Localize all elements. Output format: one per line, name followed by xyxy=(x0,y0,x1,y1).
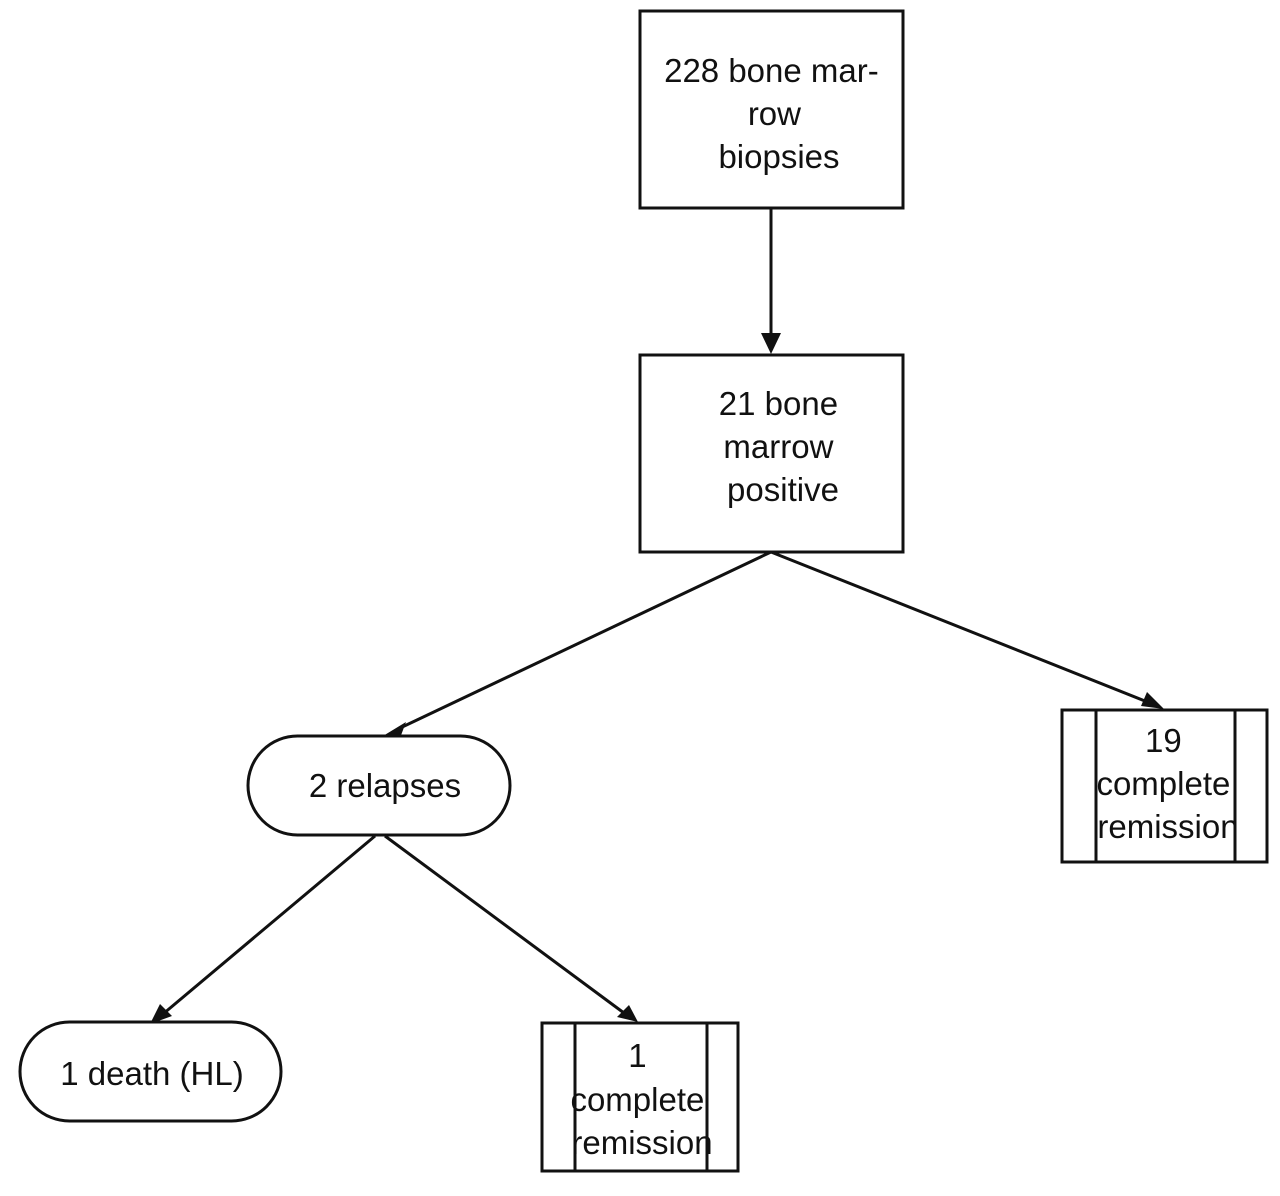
arrowhead-death xyxy=(150,1004,172,1024)
node-biopsies-line-1: 228 bone mar- xyxy=(664,52,879,89)
svg-text:2 relapses: 2 relapses xyxy=(309,767,461,804)
node-relapses: 2 relapses xyxy=(246,734,512,837)
node-biopsies-line-2: row xyxy=(748,95,801,132)
edge-positive-to-remission-19 xyxy=(770,550,1151,705)
node-biopsies-line-3: biopsies xyxy=(718,138,839,175)
edges xyxy=(150,208,1164,1024)
svg-text:1 complete remissi: 1 complete remission xyxy=(570,1037,713,1161)
node-biopsies-box xyxy=(638,9,905,210)
svg-text:19 complete remiss: 19 complete remission xyxy=(1096,722,1239,845)
svg-text:1 death (HL): 1 death (HL) xyxy=(60,1055,243,1092)
arrowhead-positive xyxy=(761,333,781,354)
svg-text:228 bone mar- row: 228 bone mar- row biopsies xyxy=(664,52,888,175)
node-positive-box xyxy=(638,353,905,554)
edge-positive-to-relapses xyxy=(397,550,772,731)
node-remission-1-line-1: 1 xyxy=(628,1037,646,1074)
node-death-shape xyxy=(18,1020,283,1123)
arrowhead-remission-1 xyxy=(617,1005,638,1022)
edge-relapses-to-remission-1 xyxy=(384,834,625,1015)
node-remission-1-line-3: remission xyxy=(571,1124,712,1161)
node-relapses-shape xyxy=(246,734,512,837)
node-positive-line-2: marrow xyxy=(723,428,833,465)
arrowhead-relapses xyxy=(383,722,406,738)
node-death: 1 death (HL) xyxy=(18,1020,283,1123)
svg-text:21 bone marrow pos: 21 bone marrow positive xyxy=(719,385,847,508)
node-positive: 21 bone marrow positive xyxy=(638,353,905,554)
node-remission-19-line-2: complete xyxy=(1096,765,1230,802)
arrowhead-remission-19 xyxy=(1141,692,1164,709)
node-remission-1: 1 complete remission xyxy=(540,1021,740,1173)
node-biopsies: 228 bone mar- row biopsies xyxy=(638,9,905,210)
node-death-line-1: 1 death (HL) xyxy=(60,1055,243,1092)
node-remission-19: 19 complete remission xyxy=(1060,708,1269,864)
node-positive-line-1: 21 bone xyxy=(719,385,838,422)
edge-relapses-to-death xyxy=(162,834,376,1016)
node-positive-line-3: positive xyxy=(727,471,839,508)
node-relapses-line-1: 2 relapses xyxy=(309,767,461,804)
node-remission-19-line-1: 19 xyxy=(1145,722,1182,759)
node-remission-1-line-2: complete xyxy=(570,1081,704,1118)
node-remission-19-line-3: remission xyxy=(1097,808,1238,845)
